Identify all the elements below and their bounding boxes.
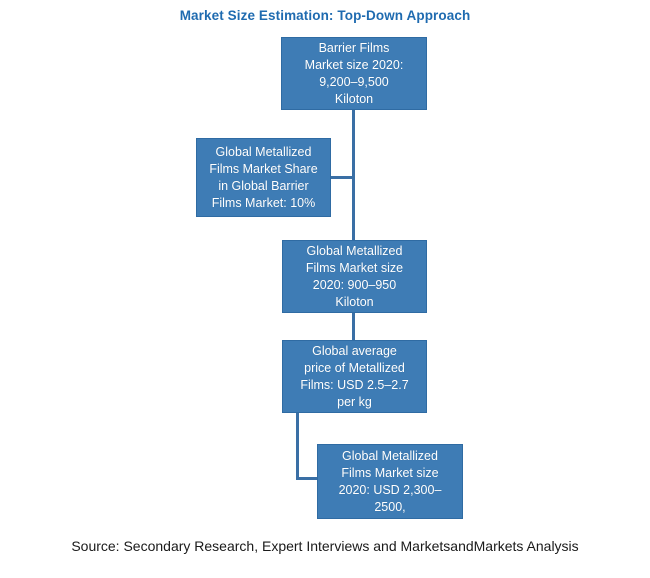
node-metallized-market-size-kiloton[interactable]: Global Metallized Films Market size 2020…: [282, 240, 427, 313]
connector-spine-box3-to-box4: [352, 313, 355, 340]
node-metallized-market-size-usd[interactable]: Global Metallized Films Market size 2020…: [317, 444, 463, 519]
node-metallized-share[interactable]: Global Metallized Films Market Share in …: [196, 138, 331, 217]
connector-spine-box1-to-box3: [352, 110, 355, 240]
page-title: Market Size Estimation: Top-Down Approac…: [179, 8, 471, 23]
connector-stub-box2-to-spine: [331, 176, 353, 179]
node-metallized-average-price[interactable]: Global average price of Metallized Films…: [282, 340, 427, 413]
node-barrier-films-market-size[interactable]: Barrier Films Market size 2020: 9,200–9,…: [281, 37, 427, 110]
connector-elbow-box4-to-box5: [296, 413, 320, 480]
source-note: Source: Secondary Research, Expert Inter…: [71, 538, 579, 554]
